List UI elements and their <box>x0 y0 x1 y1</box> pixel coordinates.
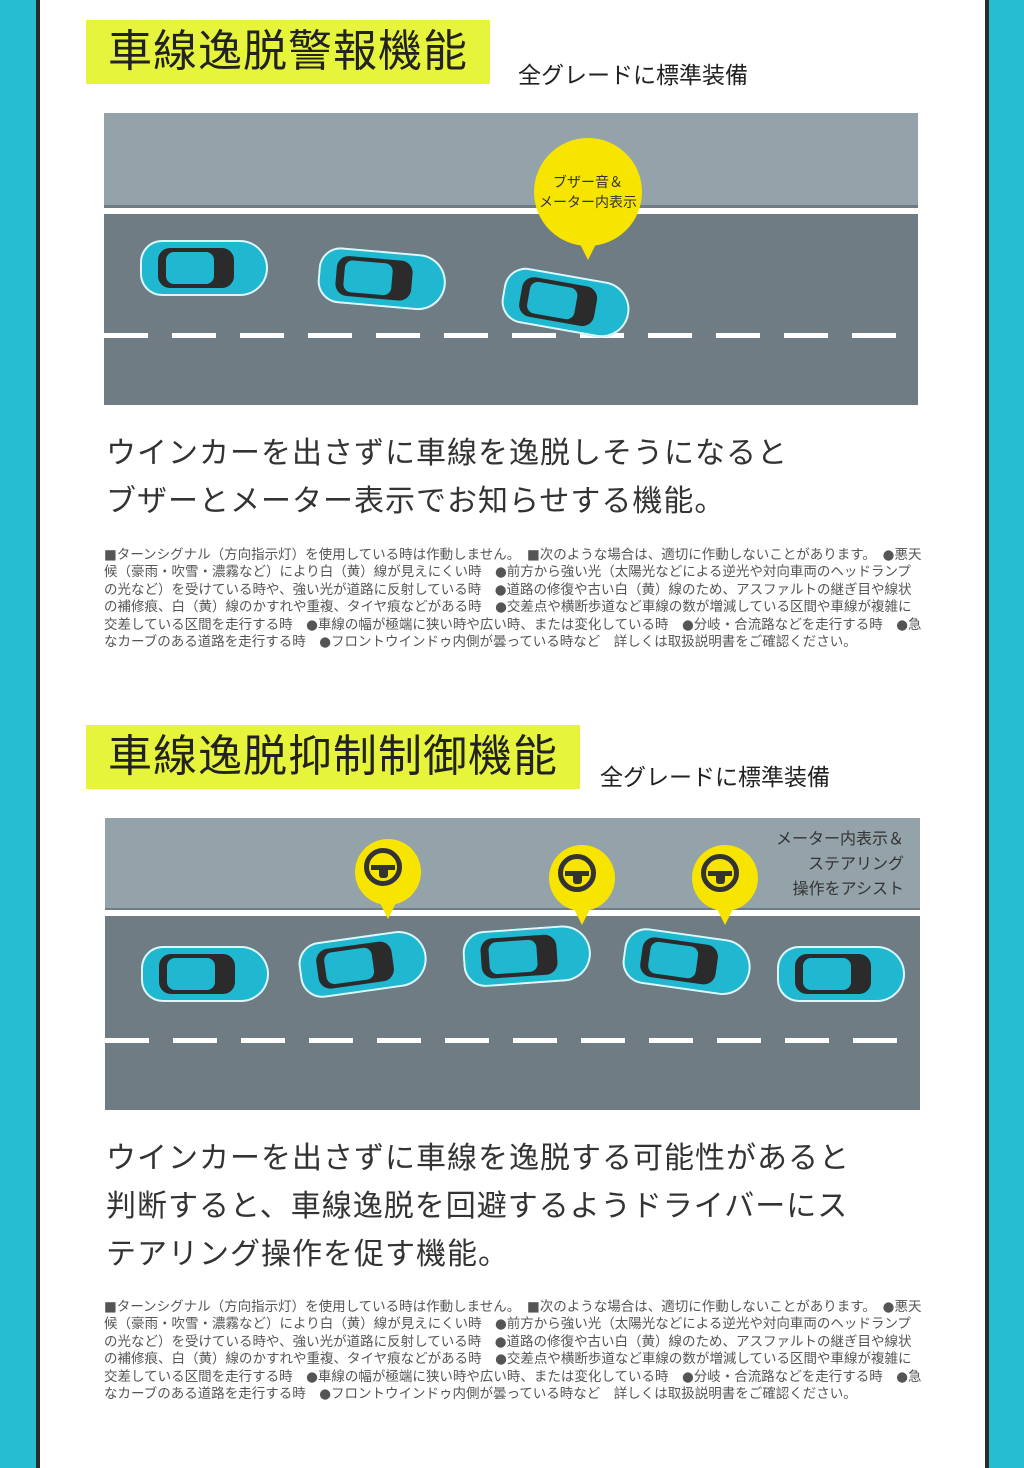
steering-bubble <box>355 839 421 919</box>
bubble-text: ブザー音＆ <box>553 175 623 191</box>
steering-wheel-icon <box>558 854 596 892</box>
steering-wheel-icon <box>701 854 739 892</box>
grade-label: 全グレードに標準装備 <box>600 765 830 791</box>
lead-line: ウインカーを出さずに車線を逸脱しそうになると <box>106 436 788 471</box>
lane-departure-illustration <box>104 113 918 405</box>
lane-keep-illustration <box>105 818 920 1110</box>
car-icon <box>777 946 905 1002</box>
car-icon <box>461 923 593 989</box>
car-icon <box>619 925 755 999</box>
lead-line: 判断すると、車線逸脱を回避するようドライバーにス <box>106 1189 849 1224</box>
section-title: 車線逸脱警報機能 <box>86 20 490 84</box>
steering-bubble <box>692 845 758 925</box>
car-icon <box>315 245 449 313</box>
lead-line: テアリング操作を促す機能。 <box>106 1237 509 1272</box>
lead-line: ウインカーを出さずに車線を逸脱する可能性があると <box>106 1141 850 1176</box>
assist-line: ステアリング <box>807 854 904 873</box>
car-icon <box>140 240 268 296</box>
buzzer-alert-bubble: ブザー音＆ メーター内表示 <box>534 138 642 260</box>
steering-wheel-icon <box>364 848 402 886</box>
lead-line: ブザーとメーター表示でお知らせする機能。 <box>106 484 726 519</box>
assist-caption: メーター内表示＆ ステアリング 操作をアシスト <box>776 826 904 901</box>
section-title: 車線逸脱抑制制御機能 <box>86 725 580 789</box>
disclaimer-note: ■ターンシグナル（方向指示灯）を使用している時は作動しません。 ■次のような場合… <box>104 1299 922 1403</box>
disclaimer-note: ■ターンシグナル（方向指示灯）を使用している時は作動しません。 ■次のような場合… <box>104 547 922 651</box>
car-icon <box>295 927 431 1001</box>
lead-text: ウインカーを出さずに車線を逸脱する可能性があると 判断すると、車線逸脱を回避する… <box>106 1135 850 1279</box>
grade-label: 全グレードに標準装備 <box>518 63 748 89</box>
steering-bubble <box>549 845 615 925</box>
assist-line: メーター内表示＆ <box>775 829 904 848</box>
assist-line: 操作をアシスト <box>792 879 904 898</box>
car-icon <box>498 264 634 342</box>
car-icon <box>141 946 269 1002</box>
lead-text: ウインカーを出さずに車線を逸脱しそうになると ブザーとメーター表示でお知らせする… <box>106 430 788 526</box>
bubble-text: メーター内表示 <box>539 195 637 211</box>
